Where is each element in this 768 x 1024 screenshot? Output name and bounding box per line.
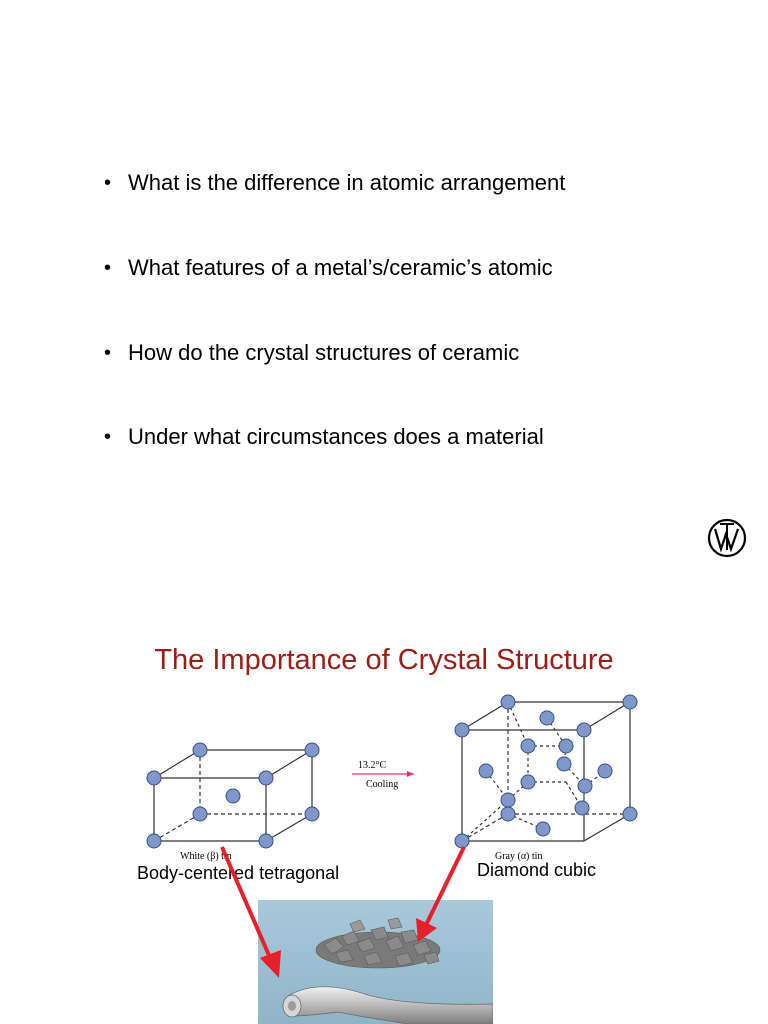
bullet-text: What features of a metal’s/ceramic’s ato… [128, 255, 553, 280]
bullet-text: What is the difference in atomic arrange… [128, 170, 566, 195]
white-tin-rod [282, 986, 493, 1024]
gray-tin-label: Gray (α) tin [495, 851, 543, 862]
white-tin-label: White (β) tin [180, 851, 232, 862]
bct-caption: Body-centered tetragonal [137, 863, 340, 883]
bullet-item: • What features of a metal’s/ceramic’s a… [104, 255, 553, 281]
bullet-item: • How do the crystal structures of ceram… [104, 340, 519, 366]
bullet-item: • What is the difference in atomic arran… [104, 170, 565, 196]
left-red-arrow [220, 846, 281, 978]
wiley-logo-icon [707, 518, 747, 558]
transition-temperature: 13.2°C [358, 760, 387, 771]
bullet-text: Under what circumstances does a material [128, 424, 544, 449]
bullet-marker: • [104, 425, 112, 448]
bullet-marker: • [104, 256, 112, 279]
bct-atoms [146, 742, 320, 849]
bullet-marker: • [104, 341, 112, 364]
tin-samples-photo [258, 900, 493, 1024]
bullet-item: • Under what circumstances does a materi… [104, 424, 544, 450]
gray-tin-pile [315, 917, 441, 969]
diamond-atoms [454, 694, 638, 849]
transition-process: Cooling [366, 779, 399, 790]
bct-unit-cell [153, 749, 313, 842]
slide-title: The Importance of Crystal Structure [154, 644, 614, 676]
diamond-caption: Diamond cubic [477, 860, 597, 880]
bullet-text: How do the crystal structures of ceramic [128, 340, 520, 365]
right-red-arrow [416, 846, 466, 942]
bullet-marker: • [104, 171, 112, 194]
